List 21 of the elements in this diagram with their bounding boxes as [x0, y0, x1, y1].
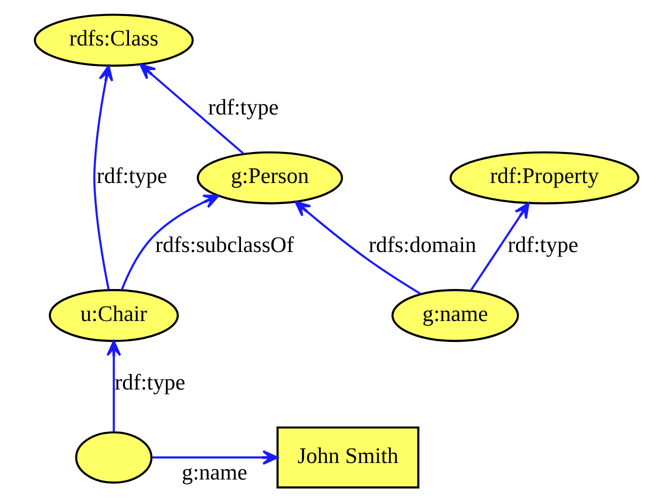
arrow [120, 194, 219, 290]
edge-label: rdfs:subclassOf [154, 231, 294, 256]
edge-label: rdfs:domain [368, 231, 476, 256]
node-ellipse [74, 430, 152, 484]
arrow [139, 63, 244, 154]
arrow [92, 64, 113, 290]
node-ellipse: g:Person [196, 150, 343, 204]
edge-label: g:name [181, 458, 247, 484]
arrow [151, 450, 278, 464]
node-ellipse: g:name [390, 288, 518, 342]
edge-label: rdf:type [507, 231, 578, 256]
arrow [294, 200, 421, 294]
arrow [469, 202, 529, 291]
edge-label: rdf:type [96, 162, 167, 188]
edge-label: rdf:type [114, 369, 185, 394]
arrow [106, 340, 121, 432]
node-ellipse: rdf:Property [449, 150, 639, 204]
node-ellipse: rdfs:Class [33, 13, 194, 66]
node-box: John Smith [276, 426, 419, 488]
node-ellipse: u:Chair [48, 288, 178, 342]
edge-label: rdf:type [208, 94, 278, 119]
